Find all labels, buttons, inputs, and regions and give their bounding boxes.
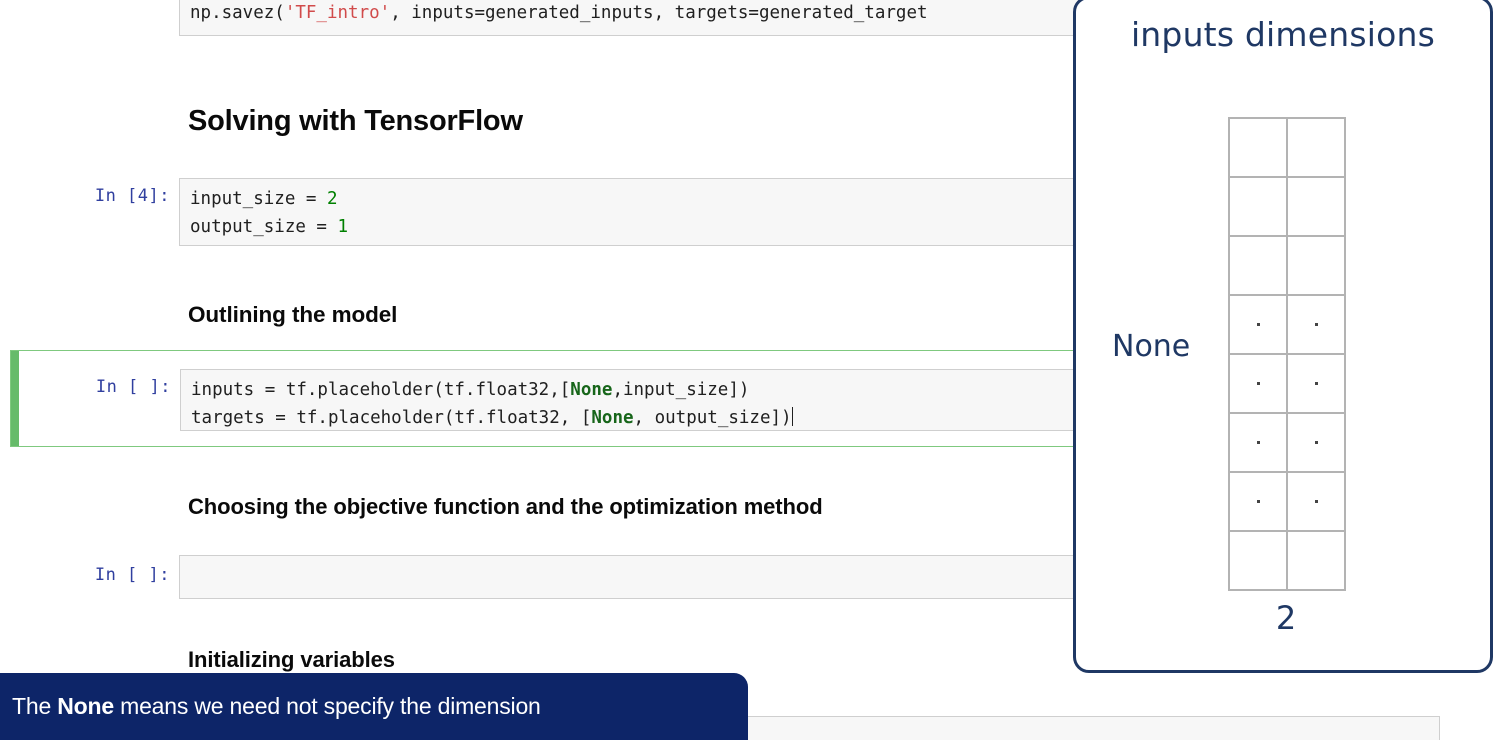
code-line: targets = tf.placeholder(tf.float32, [No… — [191, 404, 1418, 430]
dimension-grid-cell — [1288, 355, 1346, 414]
code-line: inputs = tf.placeholder(tf.float32,[None… — [191, 376, 1418, 404]
dimension-grid-cell — [1230, 178, 1288, 237]
heading-outlining-the-model: Outlining the model — [188, 302, 398, 327]
heading-solving-with-tensorflow: Solving with TensorFlow — [188, 105, 523, 137]
code-token-keyword-none: None — [570, 380, 613, 400]
dimension-grid-cell — [1230, 296, 1288, 355]
code-token-string: 'TF_intro' — [284, 3, 391, 23]
code-line: output_size = 1 — [190, 213, 1429, 241]
dimensions-grid — [1228, 117, 1346, 591]
caption-banner: The None means we need not specify the d… — [0, 673, 748, 740]
cell-prompt-in-4: In [4]: — [94, 186, 170, 206]
caption-prefix: The — [12, 693, 58, 719]
code-token-call: np.savez( — [190, 3, 285, 23]
code-token-expr: inputs = tf.placeholder(tf.float32,[ — [191, 380, 571, 400]
caption-text: The None means we need not specify the d… — [12, 693, 541, 720]
code-token-assign: output_size = — [190, 217, 338, 237]
caption-suffix: means we need not specify the dimension — [113, 693, 541, 719]
dimension-grid-cell — [1230, 119, 1288, 178]
dimension-grid-cell — [1288, 119, 1346, 178]
dimension-grid-cell — [1230, 473, 1288, 532]
cell-prompt-in-empty-2: In [ ]: — [94, 565, 170, 585]
text-cursor — [791, 407, 793, 426]
dimension-grid-cell — [1288, 296, 1346, 355]
caption-bold-none: None — [57, 693, 114, 719]
inputs-dimensions-overlay-panel: inputs dimensions None 2 — [1073, 0, 1493, 673]
code-token-expr: targets = tf.placeholder(tf.float32, [ — [191, 408, 592, 428]
dimension-grid-cell — [1230, 414, 1288, 473]
dimension-grid-cell — [1230, 237, 1288, 296]
code-line: input_size = 2 — [190, 185, 1429, 213]
dimension-grid-cell — [1288, 178, 1346, 237]
diagram-title: inputs dimensions — [1130, 15, 1436, 54]
code-token-number: 2 — [326, 189, 338, 209]
dimension-grid-cell — [1288, 414, 1346, 473]
code-token-assign: input_size = — [190, 189, 327, 209]
cell-prompt-in-empty: In [ ]: — [95, 377, 171, 397]
code-token-keyword-none: None — [591, 408, 634, 428]
dimension-grid-cell — [1230, 355, 1288, 414]
heading-choosing-objective-function: Choosing the objective function and the … — [188, 494, 823, 519]
code-token-expr-tail: ,input_size]) — [612, 380, 750, 400]
code-token-expr-tail: , output_size]) — [633, 408, 792, 428]
heading-initializing-variables: Initializing variables — [188, 647, 395, 672]
code-token-number: 1 — [337, 217, 349, 237]
diagram-row-dimension-label: None — [1112, 329, 1191, 364]
code-line: np.savez('TF_intro', inputs=generated_in… — [190, 0, 1429, 27]
dimension-grid-cell — [1288, 473, 1346, 532]
dimension-grid-cell — [1230, 532, 1288, 591]
diagram-column-dimension-label: 2 — [1275, 599, 1297, 637]
code-token-args: , inputs=generated_inputs, targets=gener… — [390, 3, 928, 23]
dimension-grid-cell — [1288, 237, 1346, 296]
dimension-grid-cell — [1288, 532, 1346, 591]
